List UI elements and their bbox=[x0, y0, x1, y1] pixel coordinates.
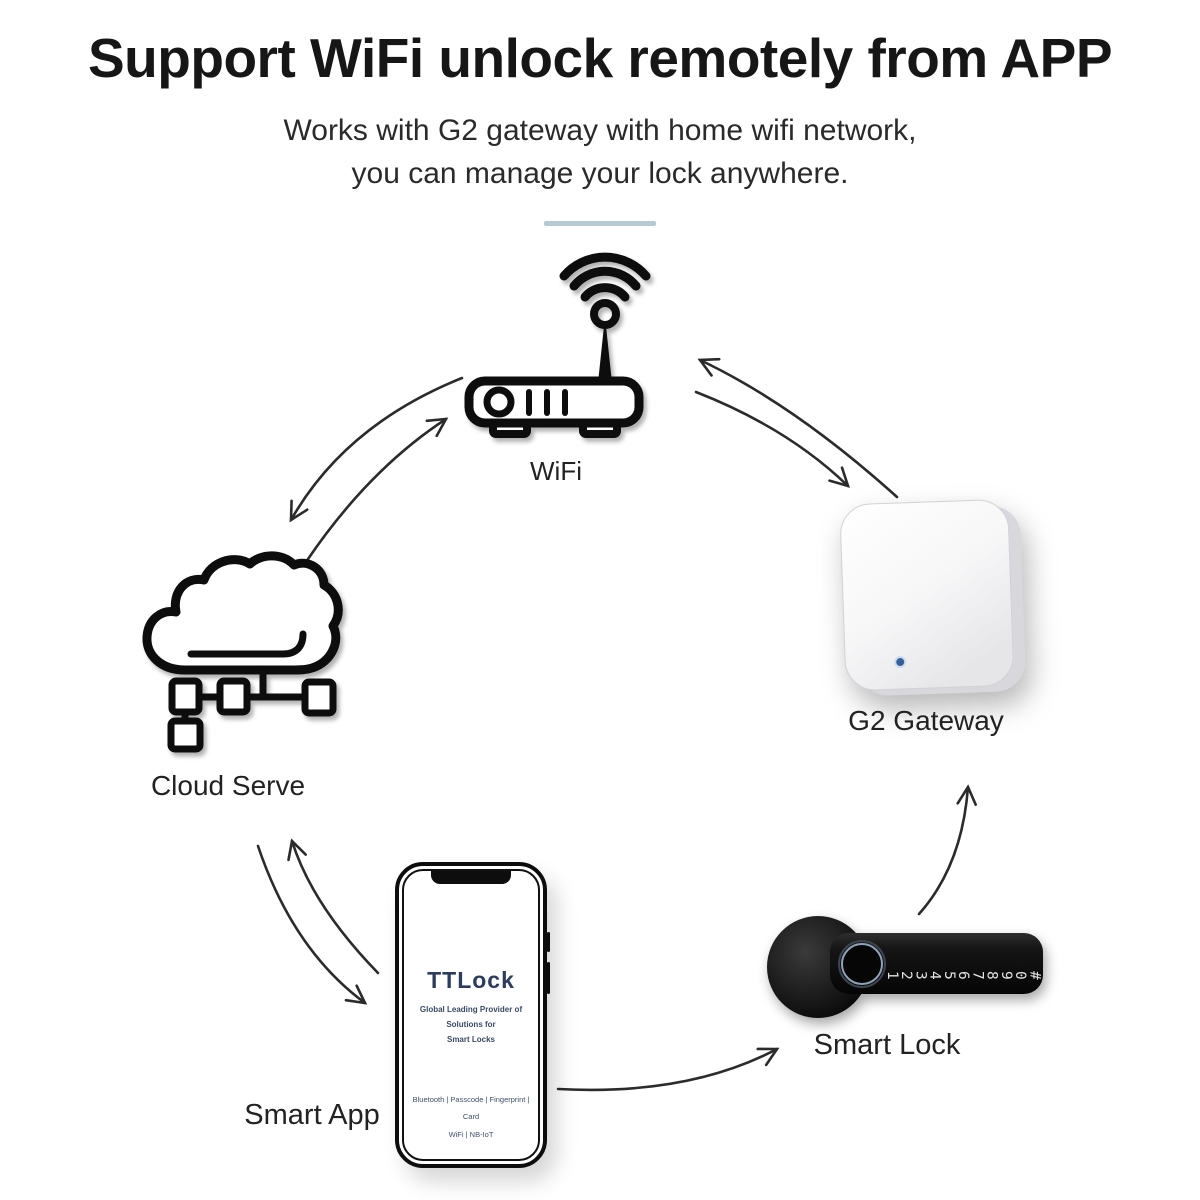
ttlock-tagline: Global Leading Provider of Solutions for… bbox=[404, 1002, 538, 1048]
arrow-gateway-to-wifi bbox=[697, 357, 899, 499]
phone-volume-button bbox=[547, 962, 550, 994]
app-label: Smart App bbox=[244, 1099, 380, 1131]
tagline-line-2: Smart Locks bbox=[446, 1035, 496, 1045]
accent-divider bbox=[544, 221, 656, 227]
page-title: Support WiFi unlock remotely from APP bbox=[87, 27, 1113, 89]
arrow-wifi-to-cloud bbox=[289, 376, 464, 523]
phone-power-button bbox=[547, 932, 550, 952]
gateway-led bbox=[896, 658, 905, 667]
smartphone: TTLock Global Leading Provider of Soluti… bbox=[395, 862, 550, 1168]
features-line-2: WiFi | NB-IoT bbox=[448, 1129, 494, 1139]
cloud-network-icon bbox=[142, 551, 343, 753]
arrow-cloud-to-wifi bbox=[304, 417, 449, 564]
lock-handle-bar bbox=[830, 933, 1043, 994]
gateway-device bbox=[840, 499, 1026, 696]
phone-screen: TTLock Global Leading Provider of Soluti… bbox=[402, 869, 540, 1161]
node-cloud bbox=[135, 550, 350, 760]
arrow-app-to-cloud bbox=[287, 838, 380, 975]
tagline-line-1: Global Leading Provider of Solutions for bbox=[419, 1005, 523, 1030]
ttlock-brand: TTLock bbox=[427, 967, 515, 993]
arrow-cloud-to-app bbox=[256, 844, 368, 1005]
smart-lock-handle: 1234567890# bbox=[767, 916, 1043, 1018]
fingerprint-ring-outer bbox=[838, 940, 886, 988]
features-line-1: Bluetooth | Passcode | Fingerprint | Car… bbox=[412, 1095, 530, 1121]
wifi-router-icon bbox=[464, 252, 651, 438]
subtitle-line-2: you can manage your lock anywhere. bbox=[351, 156, 849, 190]
cloud-label: Cloud Serve bbox=[150, 770, 306, 801]
phone-notch bbox=[431, 871, 511, 884]
header: Support WiFi unlock remotely from APP Wo… bbox=[0, 0, 1200, 227]
subtitle-line-1: Works with G2 gateway with home wifi net… bbox=[283, 114, 917, 147]
arrow-wifi-to-gateway bbox=[694, 390, 850, 488]
lock-label: Smart Lock bbox=[813, 1029, 961, 1061]
node-gateway bbox=[833, 492, 1033, 707]
node-lock: 1234567890# bbox=[750, 900, 1070, 1040]
fingerprint-sensor bbox=[841, 943, 883, 985]
arrow-app-to-lock bbox=[556, 1047, 780, 1092]
arrow-lock-to-gateway bbox=[917, 784, 977, 916]
gateway-label: G2 Gateway bbox=[848, 705, 1004, 736]
node-wifi bbox=[455, 248, 655, 448]
lock-keypad-digits: 1234567890# bbox=[884, 971, 1042, 985]
wifi-label: WiFi bbox=[530, 456, 582, 486]
page-subtitle: Works with G2 gateway with home wifi net… bbox=[0, 110, 1200, 195]
